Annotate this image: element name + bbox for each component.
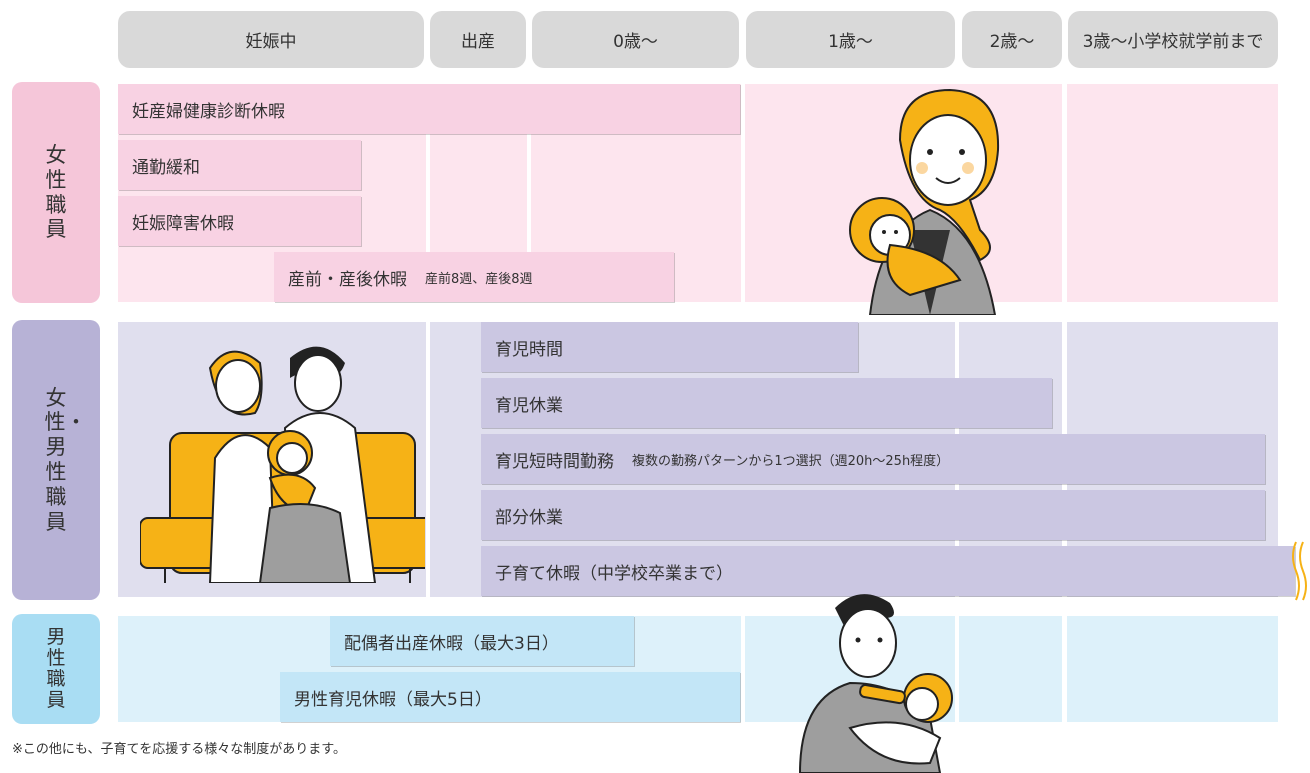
family-on-sofa-illustration	[140, 346, 425, 583]
tab-age-0: 0歳〜	[532, 11, 739, 68]
bar-label: 男性育児休暇（最大5日）	[294, 689, 492, 710]
bar-label: 育児短時間勤務	[495, 451, 614, 472]
column-separator	[426, 322, 430, 597]
row-label-women: 女性職員	[12, 82, 100, 303]
bar-short-hours-work: 育児短時間勤務 複数の勤務パターンから1つ選択（週20h〜25h程度）	[481, 434, 1265, 484]
column-separator	[1062, 84, 1067, 302]
row-label-men-text: 男性職員	[46, 626, 66, 711]
tab-pregnancy: 妊娠中	[118, 11, 424, 68]
row-label-men: 男性職員	[12, 614, 100, 724]
bar-childcare-leave: 育児休業	[481, 378, 1052, 428]
row-label-both: 女性・男性職員	[12, 320, 100, 600]
bar-maternity-leave: 産前・産後休暇 産前8週、産後8週	[274, 252, 674, 302]
column-separator	[426, 84, 430, 302]
bar-label: 配偶者出産休暇（最大3日）	[344, 633, 559, 654]
column-separator	[741, 84, 745, 302]
bar-label: 育児休業	[495, 395, 563, 416]
bar-label: 育児時間	[495, 339, 563, 360]
bar-label: 妊産婦健康診断休暇	[132, 101, 285, 122]
footnote: ※この他にも、子育てを応援する様々な制度があります。	[12, 742, 346, 757]
bar-child-rearing-leave: 子育て休暇（中学校卒業まで）	[481, 546, 1295, 596]
column-separator	[741, 616, 745, 722]
bar-label: 通勤緩和	[132, 157, 200, 178]
bar-partial-leave: 部分休業	[481, 490, 1265, 540]
tab-age-2: 2歳〜	[962, 11, 1062, 68]
bar-label: 部分休業	[495, 507, 563, 528]
bar-label: 妊娠障害休暇	[132, 213, 234, 234]
mother-holding-baby-illustration	[849, 88, 1000, 315]
bar-checkup-leave: 妊産婦健康診断休暇	[118, 84, 740, 134]
bar-pregnancy-sickness-leave: 妊娠障害休暇	[118, 196, 361, 246]
row-label-both-text: 女性・男性職員	[44, 385, 87, 534]
tab-birth: 出産	[430, 11, 526, 68]
bar-label: 産前・産後休暇	[288, 269, 407, 290]
bar-sublabel: 複数の勤務パターンから1つ選択（週20h〜25h程度）	[632, 453, 950, 469]
tab-age-1: 1歳〜	[746, 11, 955, 68]
row-label-women-text: 女性職員	[45, 142, 67, 242]
column-separator	[955, 616, 959, 722]
continuation-wave-icon	[1292, 541, 1307, 601]
column-separator	[527, 84, 531, 302]
column-separator	[1062, 616, 1067, 722]
tab-age-3-preschool: 3歳〜小学校就学前まで	[1068, 11, 1278, 68]
bar-sublabel: 産前8週、産後8週	[425, 271, 533, 287]
bar-label: 子育て休暇（中学校卒業まで）	[495, 563, 733, 584]
bar-paternity-leave: 男性育児休暇（最大5日）	[280, 672, 740, 722]
bar-nursing-time: 育児時間	[481, 322, 858, 372]
bar-spouse-birth-leave: 配偶者出産休暇（最大3日）	[330, 616, 634, 666]
bar-commute-relief: 通勤緩和	[118, 140, 361, 190]
father-feeding-baby-illustration	[798, 594, 953, 773]
